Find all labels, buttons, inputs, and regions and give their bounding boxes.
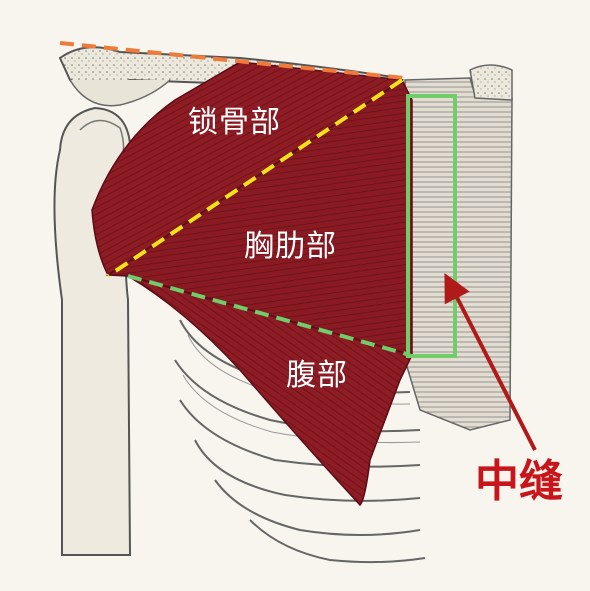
label-midline: 中缝: [475, 456, 563, 507]
midline-highlight-box: [406, 94, 457, 358]
label-sternocostal: 胸肋部: [244, 229, 337, 264]
muscle-clavicular-part: [91, 61, 405, 277]
clavicular-sternocostal-boundary: [106, 78, 404, 278]
sternum-cartilage: [404, 64, 513, 431]
midline-arrow: [444, 273, 537, 451]
sternocostal-abdominal-boundary: [127, 274, 411, 357]
clavicle-reference-line: [59, 41, 405, 80]
label-clavicular: 锁骨部: [188, 105, 281, 140]
label-abdominal: 腹部: [286, 358, 348, 393]
muscle-abdominal-part: [127, 275, 414, 507]
